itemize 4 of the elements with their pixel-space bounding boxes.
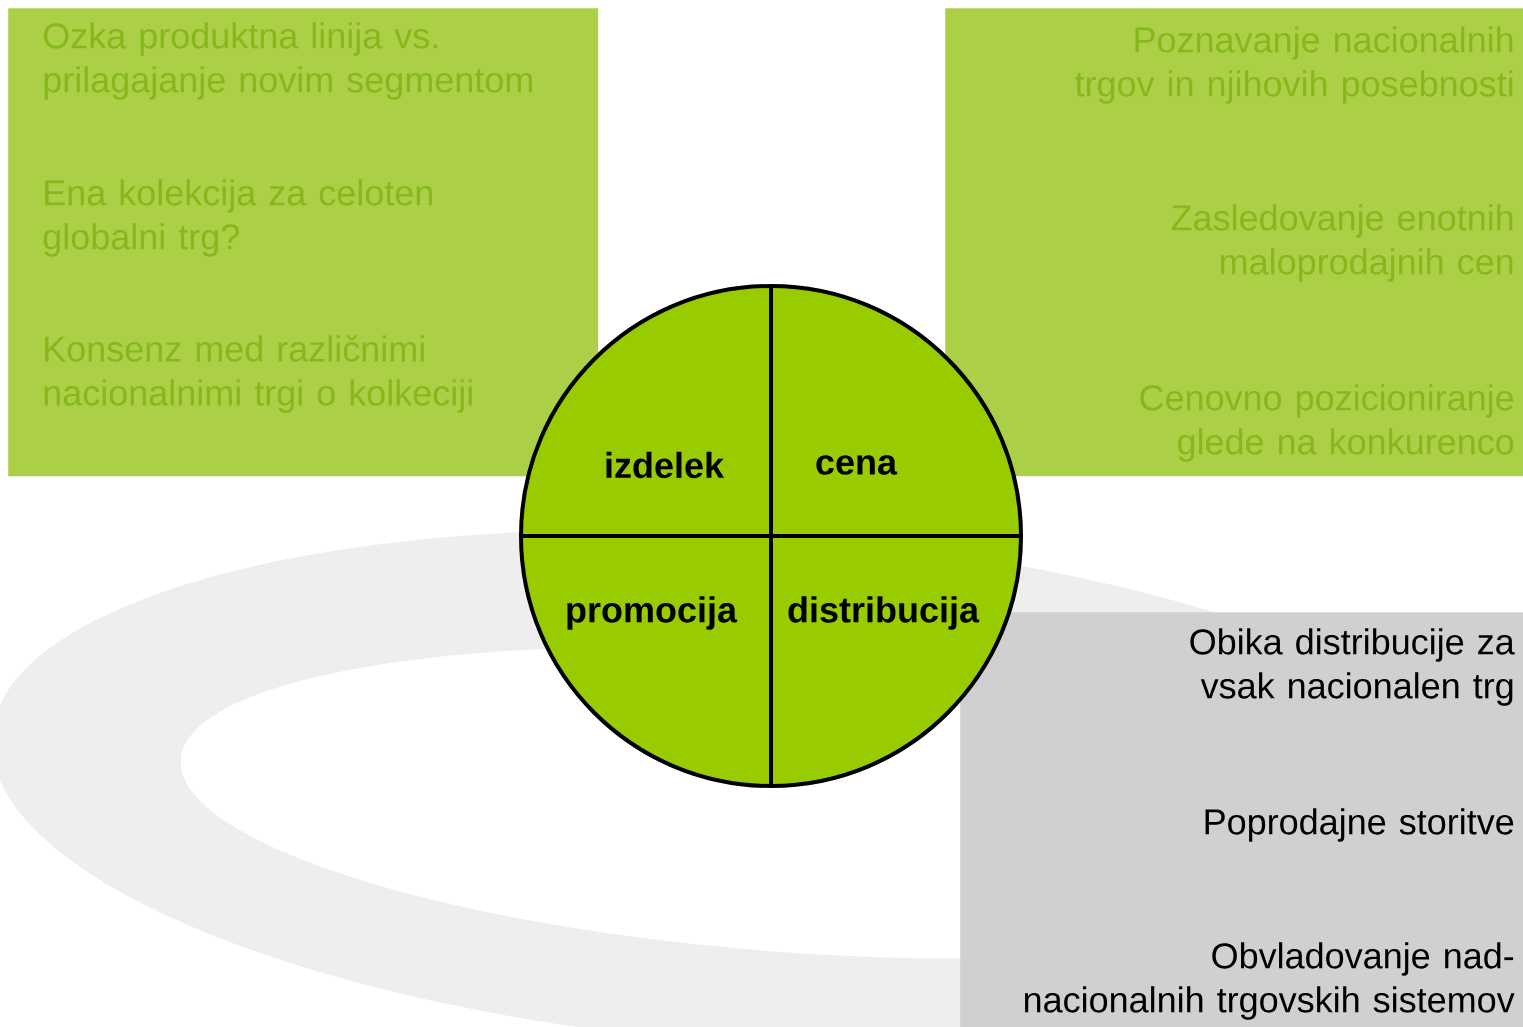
quadrant-label: cena: [816, 455, 898, 475]
quadrant-label: izdelek: [606, 451, 725, 479]
quadrant-label: promocija: [567, 596, 738, 630]
quadrant-circle: [519, 284, 1023, 788]
